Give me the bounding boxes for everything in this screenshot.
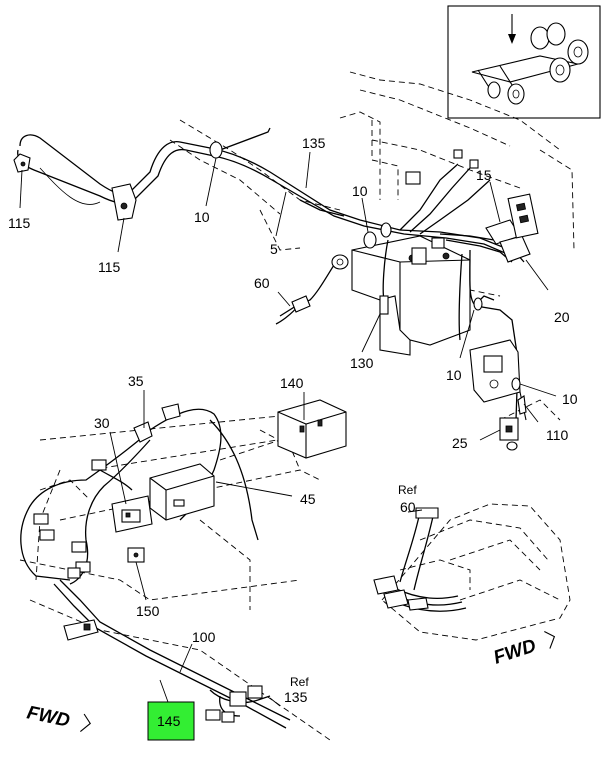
bottom-harness-parts <box>33 403 263 723</box>
ref-135-word: Ref <box>290 675 309 689</box>
fwd-label-left: FWD <box>25 702 72 732</box>
ref-135-number: 135 <box>284 689 308 705</box>
callout-60: 60 <box>254 275 270 291</box>
fwd-indicator-right: FWD <box>491 630 556 669</box>
callout-130: 130 <box>350 355 374 371</box>
callout-10-top-left: 10 <box>194 209 210 225</box>
detail-view-60 <box>373 503 571 641</box>
callout-100: 100 <box>192 629 216 645</box>
ref-60-word: Ref <box>398 483 417 497</box>
callout-140: 140 <box>280 375 304 391</box>
callout-10-lower-left: 10 <box>446 367 462 383</box>
bracket-140 <box>277 399 347 459</box>
callout-45: 45 <box>300 491 316 507</box>
mounting-bracket-top <box>351 235 471 356</box>
highlighted-callout-145-box[interactable] <box>147 701 195 741</box>
fwd-indicator-left: FWD <box>25 702 91 733</box>
callout-25: 25 <box>452 435 468 451</box>
callout-5: 5 <box>270 241 278 257</box>
callout-135-top: 135 <box>302 135 326 151</box>
callout-145[interactable]: 145 <box>157 713 181 729</box>
callout-10-top-middle: 10 <box>352 183 368 199</box>
callout-150: 150 <box>136 603 160 619</box>
truck-locator-inset <box>447 5 601 119</box>
top-harness-wires <box>17 127 525 431</box>
fwd-label-right: FWD <box>491 635 539 668</box>
callout-115-left: 115 <box>8 215 31 231</box>
callout-30: 30 <box>94 415 110 431</box>
top-harness-parts <box>13 141 539 451</box>
callout-leaders <box>19 151 557 707</box>
callout-labels: 115 115 10 5 135 10 15 20 60 130 10 10 1… <box>8 135 578 729</box>
callout-10-lower-right: 10 <box>562 391 578 407</box>
callout-110: 110 <box>546 427 569 443</box>
callout-15: 15 <box>476 167 492 183</box>
callout-35: 35 <box>128 373 144 389</box>
callout-115-middle: 115 <box>98 259 121 275</box>
callout-20: 20 <box>554 309 570 325</box>
ref-60-number: 60 <box>400 499 416 515</box>
